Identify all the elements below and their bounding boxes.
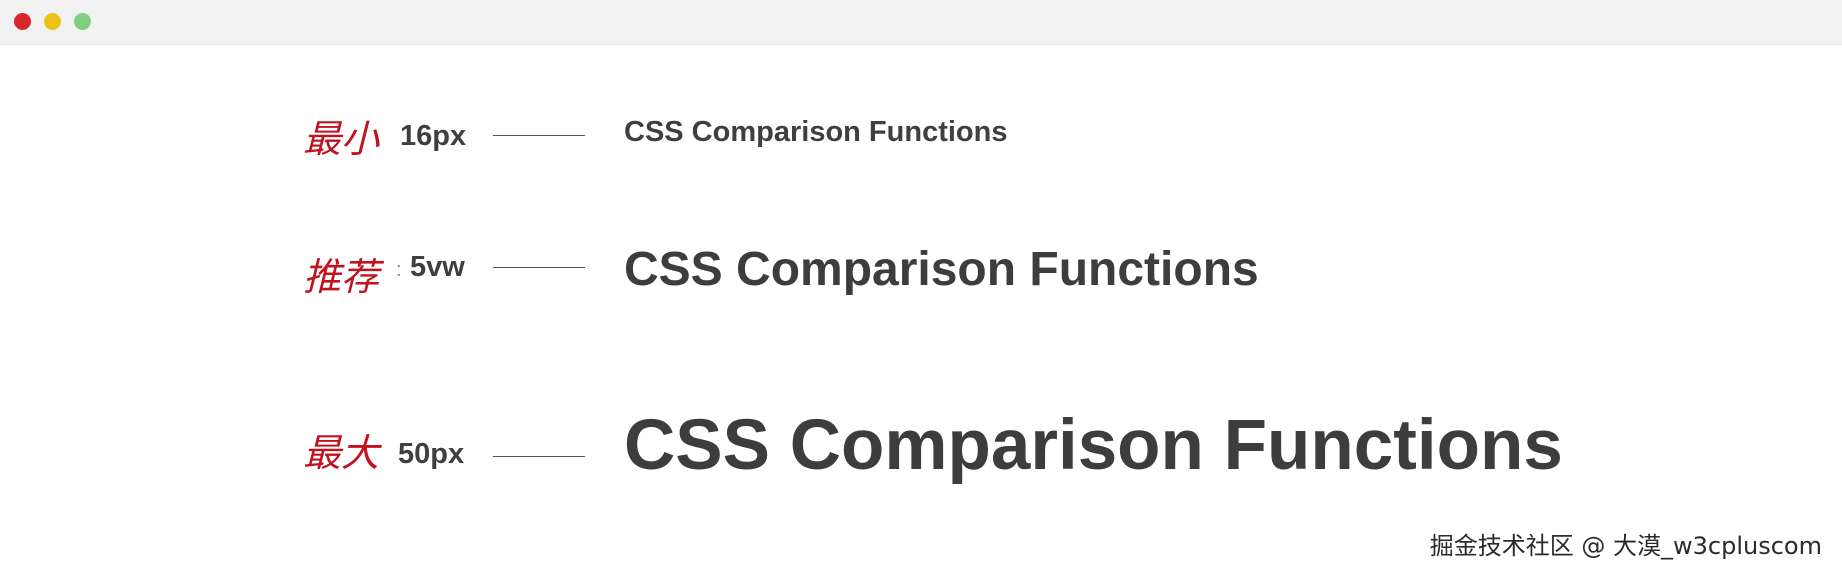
recommended-size-value: 5vw (410, 251, 465, 283)
max-label: 最大 (303, 431, 380, 475)
connector-line (493, 267, 585, 268)
max-size-value: 50px (398, 438, 465, 470)
maximize-window-button[interactable] (74, 13, 91, 30)
watermark: 掘金技术社区 @ 大漠_w3cpluscom (1429, 532, 1822, 560)
separator-mark: : (396, 259, 402, 281)
minimize-window-button[interactable] (44, 13, 61, 30)
window-titlebar (0, 0, 1842, 45)
connector-line (493, 135, 585, 136)
sample-text-recommended: CSS Comparison Functions (624, 243, 1259, 296)
connector-line (493, 456, 585, 457)
min-size-value: 16px (400, 120, 467, 152)
sample-text-max: CSS Comparison Functions (624, 406, 1563, 485)
sample-text-min: CSS Comparison Functions (624, 116, 1008, 148)
close-window-button[interactable] (14, 13, 31, 30)
recommended-label: 推荐 (303, 255, 380, 299)
min-label: 最小 (303, 117, 380, 161)
